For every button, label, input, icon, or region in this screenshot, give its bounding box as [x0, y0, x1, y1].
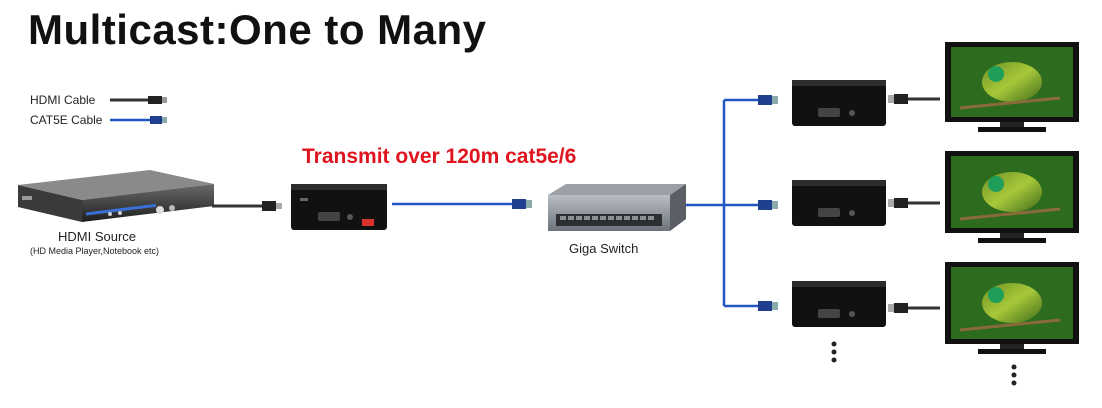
legend-hdmi-cable-icon [110, 96, 167, 104]
giga-switch-device [548, 184, 686, 231]
page-title: Multicast:One to Many [28, 6, 487, 53]
hdmi-cable-source-to-transmitter [212, 201, 282, 211]
receivers-more-dots-icon [831, 341, 837, 363]
source-sublabel: (HD Media Player,Notebook etc) [30, 246, 160, 256]
receiver-device-1 [792, 80, 886, 126]
legend-cat5e-cable-icon [110, 116, 167, 124]
transmit-label: Transmit over 120m cat5e/6 [302, 145, 577, 168]
legend-hdmi-label: HDMI Cable [30, 93, 96, 107]
source-label: HDMI Source [58, 229, 137, 244]
hdmi-cables-receivers-to-displays [888, 94, 940, 313]
display-monitor-1 [945, 42, 1079, 132]
display-monitor-3 [945, 262, 1079, 354]
displays-more-dots-icon [1011, 364, 1017, 386]
cat5e-cable-transmitter-to-switch [392, 199, 532, 209]
cat5e-distribution-cables [686, 98, 758, 308]
legend-cat5e-label: CAT5E Cable [30, 113, 103, 127]
display-monitor-2 [945, 151, 1079, 243]
cat5e-connectors [758, 95, 778, 311]
hdmi-source-device [18, 170, 214, 222]
receiver-device-3 [792, 281, 886, 327]
receiver-device-2 [792, 180, 886, 226]
switch-label: Giga Switch [569, 241, 639, 256]
transmitter-device [291, 184, 387, 230]
